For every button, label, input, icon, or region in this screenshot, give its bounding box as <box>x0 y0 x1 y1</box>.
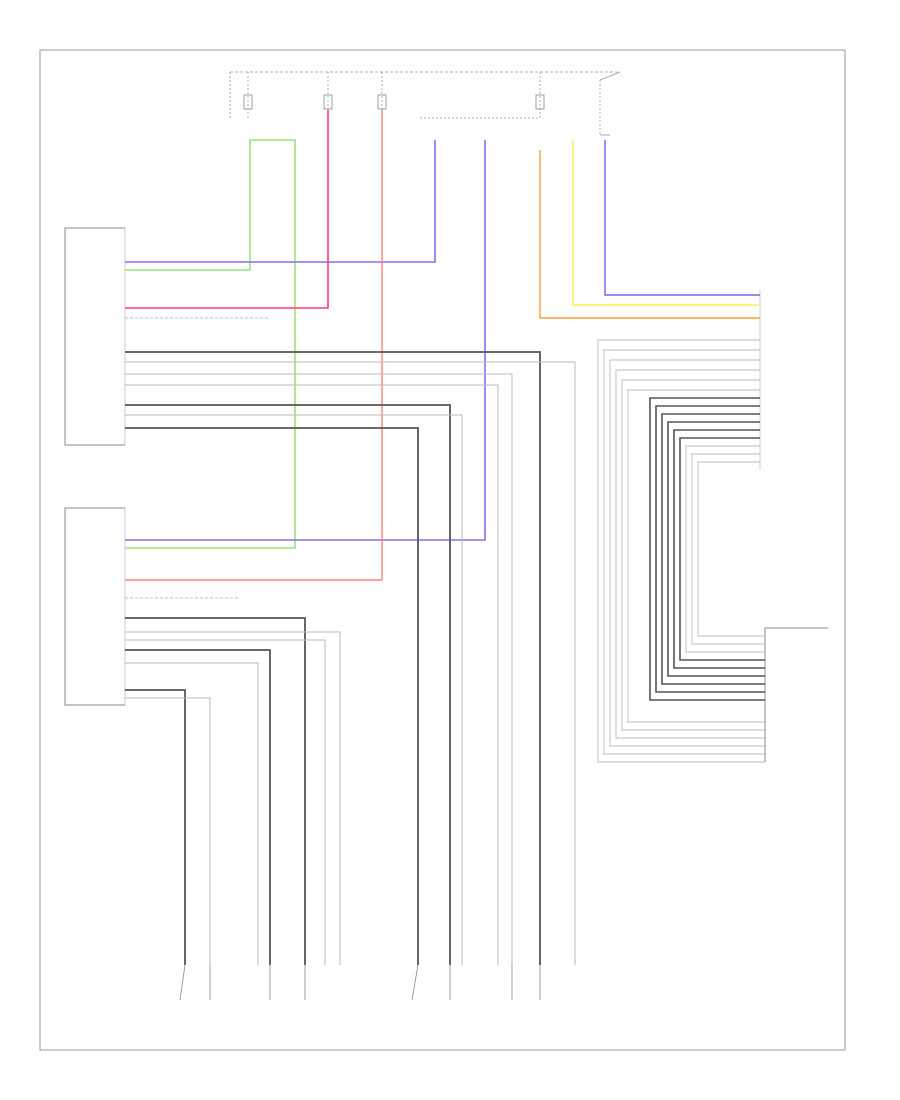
passenger-seat-cushion-heater <box>411 964 451 1001</box>
driver-seat-cushion-heater <box>179 964 211 1001</box>
passenger-seat-backrest-heater <box>511 965 541 1000</box>
right-connector-module-lower <box>764 627 828 762</box>
wire-orange <box>539 150 760 319</box>
passenger-seat-module <box>64 227 126 446</box>
wire-red <box>125 110 383 581</box>
diagram-frame <box>39 49 846 1051</box>
wire-pink <box>125 110 329 309</box>
passenger-heater-wires <box>125 351 576 965</box>
right-bus-wires <box>597 339 765 763</box>
fuse-symbols <box>243 94 545 110</box>
driver-seat-backrest-heater <box>269 965 306 1000</box>
wire-yellow <box>572 140 760 306</box>
driver-seat-module <box>64 507 126 706</box>
wire-green <box>125 139 296 549</box>
wire-purple <box>125 140 486 541</box>
driver-heater-wires <box>125 617 341 965</box>
top-fuse-bus <box>229 71 621 136</box>
wire-blue <box>604 140 760 296</box>
